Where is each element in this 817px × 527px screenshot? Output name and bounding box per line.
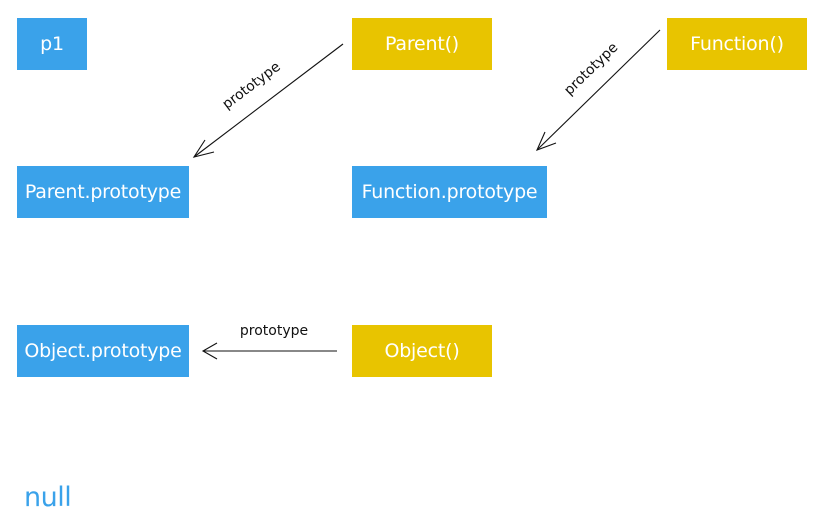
arrowhead-icon	[192, 139, 215, 158]
arrowhead-icon	[535, 131, 557, 151]
edge-function-to-function-prototype: prototype	[535, 29, 661, 151]
edge-label-object: prototype	[240, 323, 308, 339]
arrowhead-icon	[201, 342, 218, 360]
edge-parent-to-parent-prototype: prototype	[192, 43, 344, 158]
edge-label-function: prototype	[561, 40, 621, 99]
node-function-constructor: Function()	[667, 18, 807, 70]
node-parent-constructor-label: Parent()	[384, 33, 460, 55]
edge-line-function	[536, 29, 661, 151]
node-parent-prototype-label: Parent.prototype	[24, 181, 182, 203]
node-function-prototype-label: Function.prototype	[361, 181, 538, 203]
node-object-prototype-label: Object.prototype	[24, 340, 182, 362]
node-object-prototype: Object.prototype	[17, 325, 189, 377]
null-label: null	[24, 482, 72, 513]
edge-label-parent: prototype	[220, 59, 284, 113]
edge-object-to-object-prototype: prototype	[201, 323, 337, 360]
node-p1-label: p1	[40, 33, 64, 55]
node-p1: p1	[17, 18, 87, 70]
node-object-constructor-label: Object()	[384, 340, 460, 362]
node-function-constructor-label: Function()	[690, 33, 784, 55]
node-object-constructor: Object()	[352, 325, 492, 377]
node-parent-constructor: Parent()	[352, 18, 492, 70]
node-function-prototype: Function.prototype	[352, 166, 547, 218]
node-parent-prototype: Parent.prototype	[17, 166, 189, 218]
edge-line-parent	[193, 43, 344, 158]
